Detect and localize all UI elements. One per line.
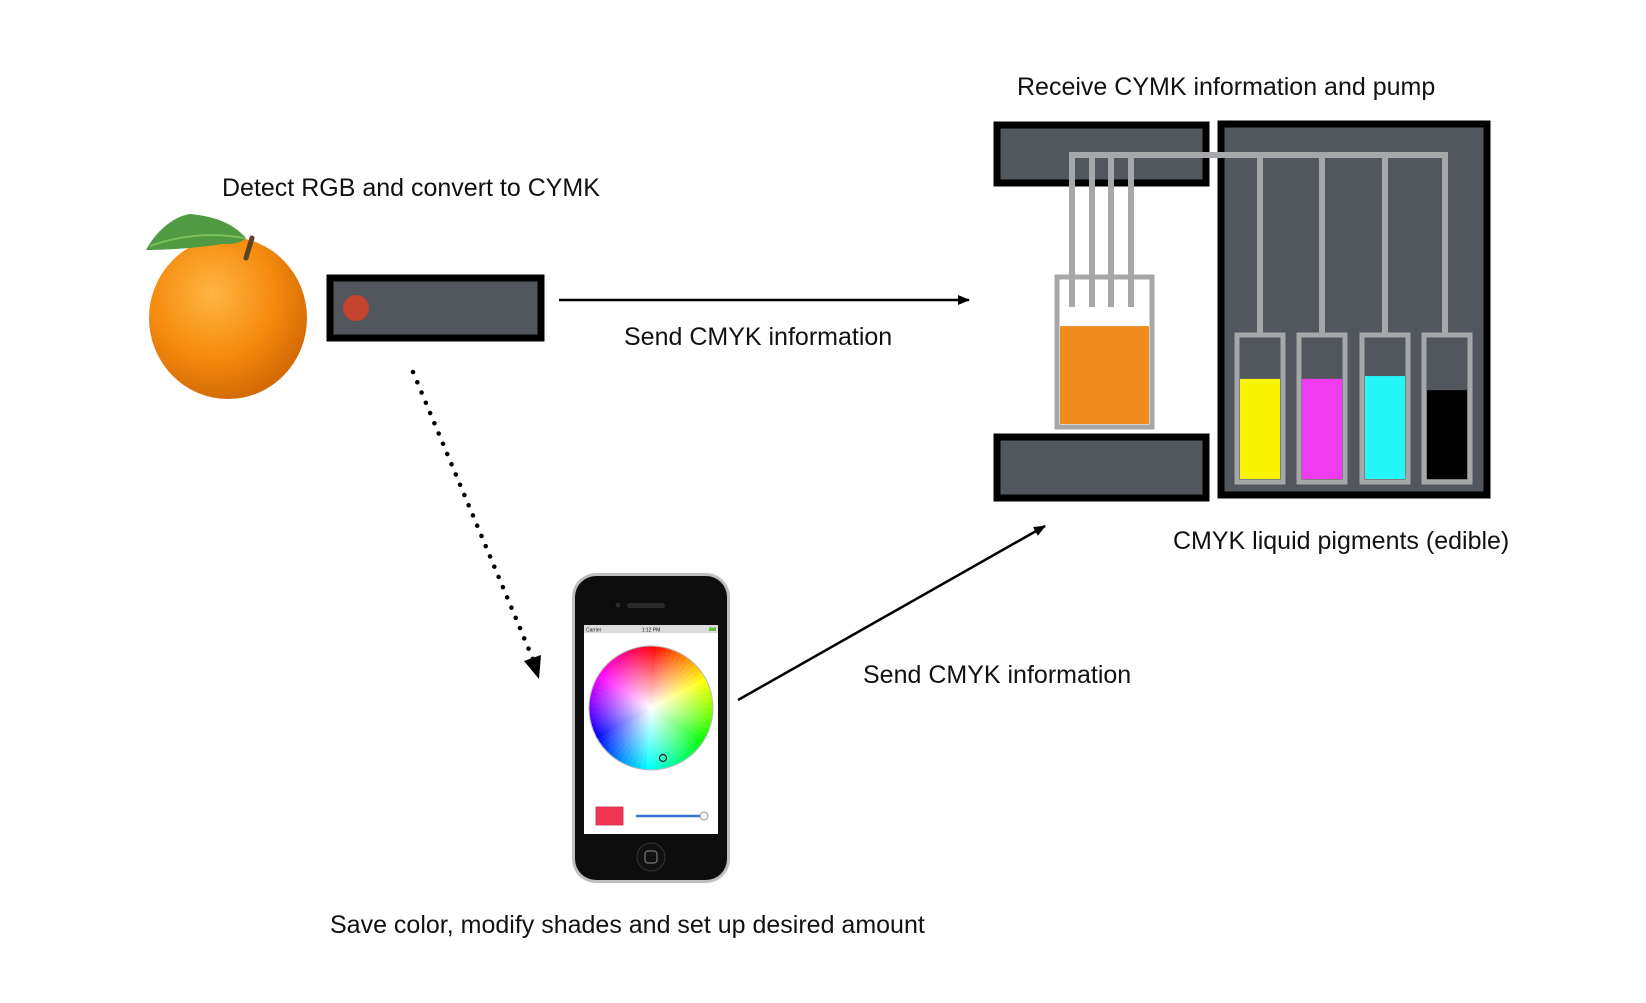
pump-tubes (1069, 152, 1448, 335)
mixing-cup (1054, 274, 1155, 430)
pigment-black (1427, 390, 1467, 479)
arrow-dotted-to-phone (410, 369, 541, 679)
pigment-cyan (1365, 376, 1405, 479)
color-swatch (595, 806, 624, 826)
label-save: Save color, modify shades and set up des… (330, 911, 925, 939)
label-detect: Detect RGB and convert to CYMK (222, 174, 600, 202)
label-pigments: CMYK liquid pigments (edible) (1173, 527, 1510, 555)
mix-liquid (1060, 326, 1149, 424)
home-button-icon (636, 842, 666, 872)
orange-icon (146, 214, 307, 399)
shade-slider-knob-icon (699, 811, 709, 821)
phone-carrier: Carrier (586, 628, 602, 634)
label-send-bottom: Send CMYK information (863, 661, 1132, 689)
color-sensor (326, 274, 545, 342)
pigment-container-black (1421, 332, 1473, 485)
sensor-dot-icon (343, 295, 369, 321)
pigment-container-yellow (1234, 332, 1286, 485)
pigment-magenta (1302, 378, 1342, 479)
label-send-top: Send CMYK information (624, 323, 893, 351)
phone-status-bar (584, 625, 718, 633)
arrow-send-bottom (737, 524, 1046, 702)
pigment-container-magenta (1296, 332, 1348, 485)
label-receive: Receive CYMK information and pump (1017, 73, 1436, 101)
smartphone: Carrier 1:12 PM (572, 573, 730, 883)
pump-dispenser (993, 120, 1491, 502)
pigment-yellow (1240, 378, 1280, 479)
pigment-container-cyan (1359, 332, 1411, 485)
wheel-picker-icon (658, 753, 668, 763)
phone-time: 1:12 PM (642, 628, 661, 634)
